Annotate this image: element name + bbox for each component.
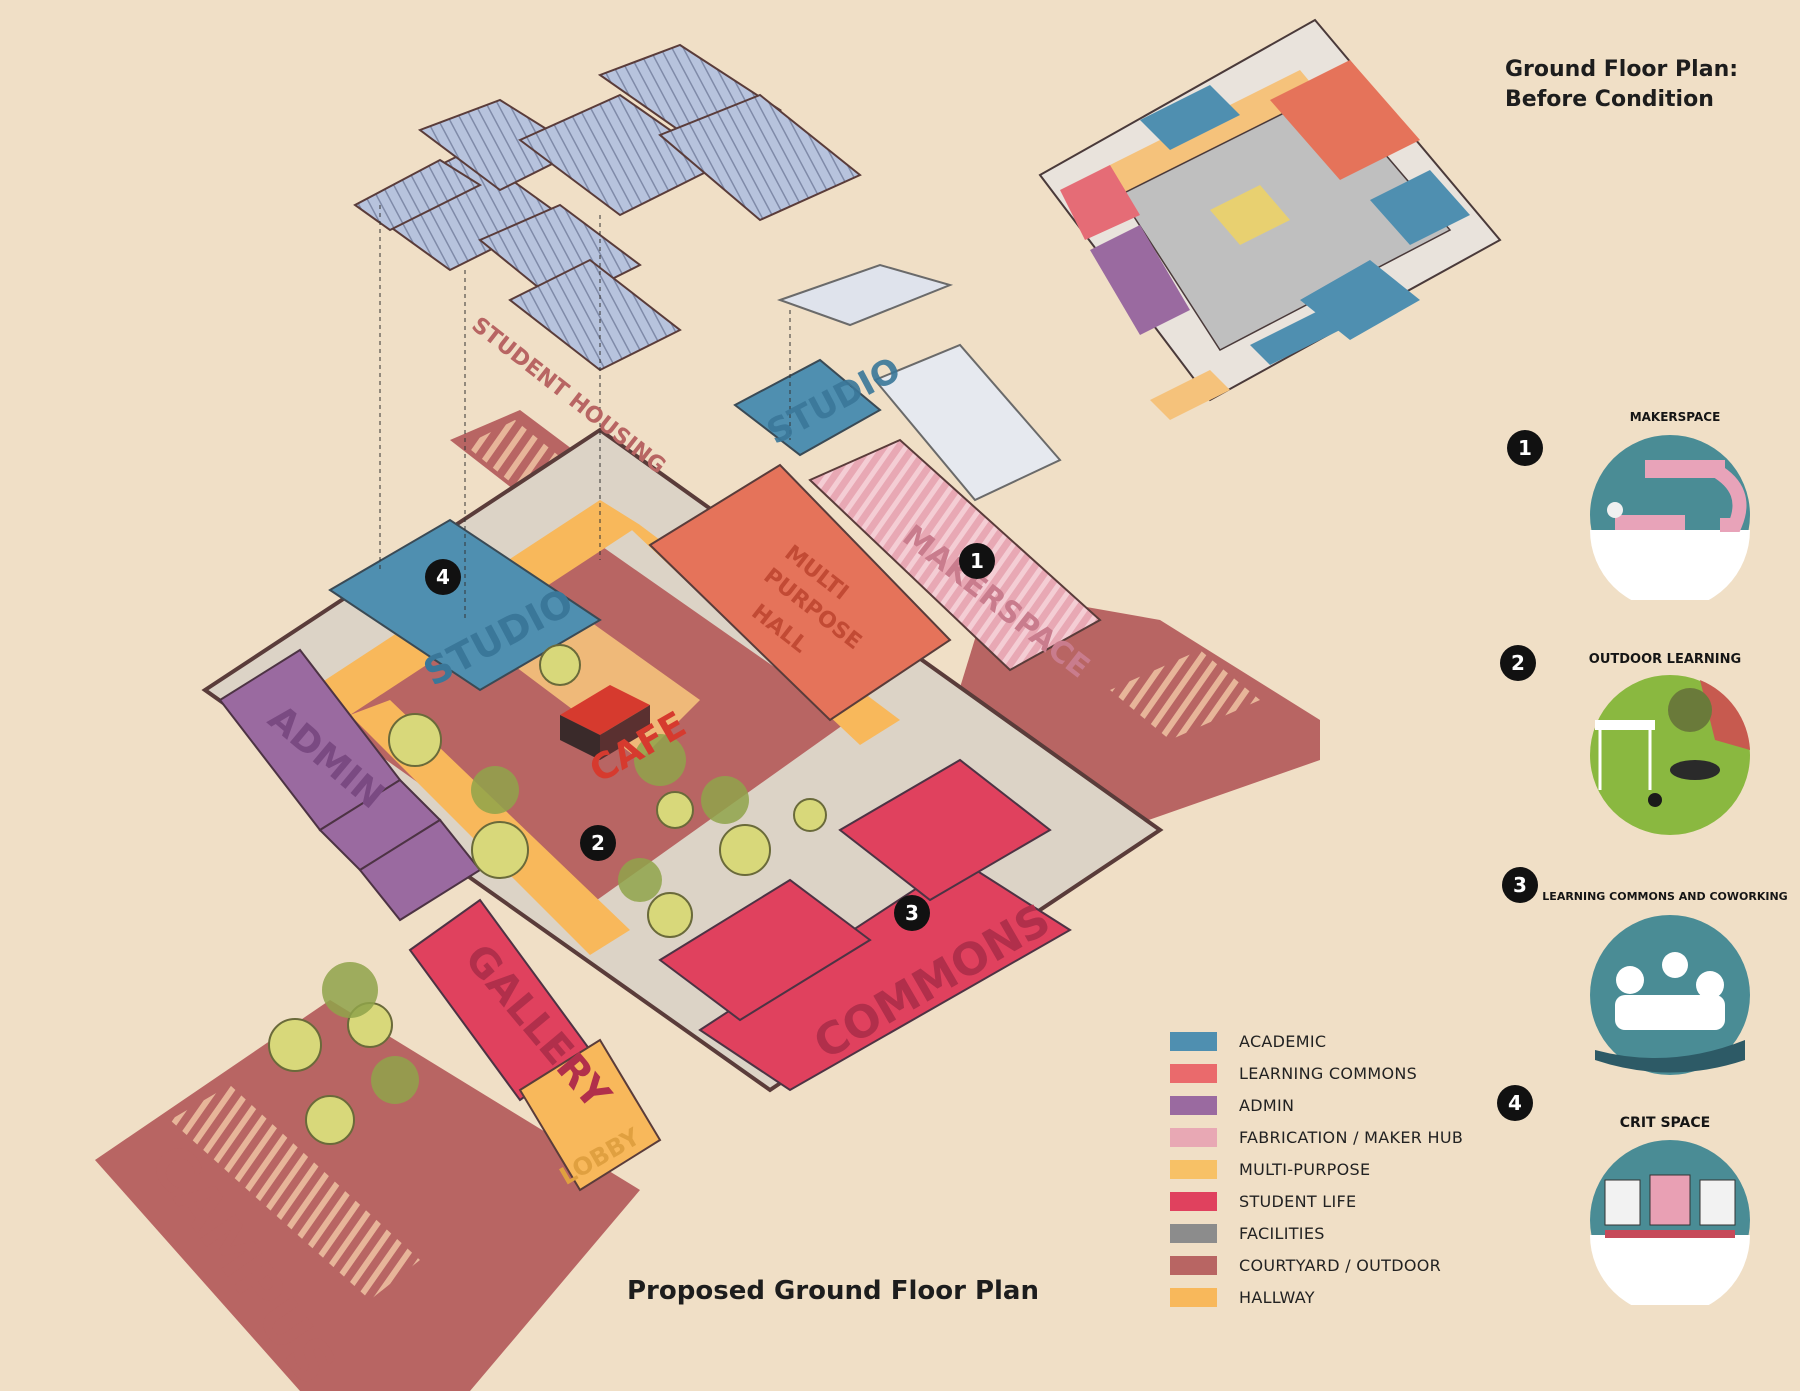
marker-4: 4: [425, 559, 461, 595]
feature-name: CRIT SPACE: [1619, 1115, 1711, 1131]
legend-swatch: [1170, 1223, 1217, 1243]
feature-number-badge: 2: [1500, 645, 1536, 681]
legend-label: LEARNING COMMONS: [1239, 1063, 1418, 1083]
legend-label: MULTI-PURPOSE: [1239, 1159, 1371, 1179]
room-studio-top: [733, 358, 882, 457]
feature-illustration: [1590, 915, 1750, 1075]
legend-swatch: [1170, 1287, 1217, 1307]
feature-number-badge: 1: [1507, 430, 1543, 466]
legend-item: STUDENT LIFE: [1170, 1185, 1500, 1217]
feature-name: OUTDOOR LEARNING: [1588, 652, 1742, 667]
feature-learning-commons: 3 LEARNING COMMONS AND COWORKING: [1490, 855, 1800, 1075]
feature-illustration: [1590, 1140, 1750, 1305]
legend-item: FABRICATION / MAKER HUB: [1170, 1121, 1500, 1153]
courtyard-trees: [268, 644, 827, 1145]
feature-number-badge: 4: [1497, 1085, 1533, 1121]
feature-name: LEARNING COMMONS AND COWORKING: [1542, 890, 1788, 903]
room-commons: [658, 758, 1072, 1092]
before-title-line-2: Before Condition: [1505, 87, 1714, 112]
room-studio-left: [328, 518, 602, 692]
feature-illustration: [1590, 675, 1750, 835]
campus-path: [95, 1000, 640, 1391]
svg-text:3: 3: [905, 901, 919, 925]
legend-swatch: [1170, 1063, 1217, 1083]
legend-item: FACILITIES: [1170, 1217, 1500, 1249]
roof-canopies: [353, 43, 1062, 620]
legend-item: ACADEMIC: [1170, 1025, 1500, 1057]
marker-2: 2: [580, 825, 616, 861]
legend-item: HALLWAY: [1170, 1281, 1500, 1313]
feature-crit-space: 4 CRIT SPACE: [1490, 1085, 1790, 1305]
svg-text:1: 1: [970, 549, 984, 573]
legend-label: FABRICATION / MAKER HUB: [1239, 1127, 1464, 1147]
feature-name: MAKERSPACE: [1629, 410, 1721, 424]
legend-label: ADMIN: [1239, 1095, 1295, 1115]
legend-item: COURTYARD / OUTDOOR: [1170, 1249, 1500, 1281]
marker-3: 3: [894, 895, 930, 931]
cafe-kiosk: [560, 685, 650, 760]
room-lobby: [518, 1038, 662, 1192]
legend-label: COURTYARD / OUTDOOR: [1239, 1255, 1442, 1275]
legend-swatch: [1170, 1159, 1217, 1179]
legend-swatch: [1170, 1127, 1217, 1147]
marker-1: 1: [959, 543, 995, 579]
room-admin: [218, 648, 482, 922]
room-makerspace: [808, 438, 1102, 672]
legend-swatch: [1170, 1191, 1217, 1211]
before-condition-plan: [1038, 18, 1502, 420]
legend-swatch: [1170, 1095, 1217, 1115]
legend-item: MULTI-PURPOSE: [1170, 1153, 1500, 1185]
before-title-line-1: Ground Floor Plan:: [1505, 57, 1739, 82]
before-plan-title: Ground Floor Plan: Before Condition: [1505, 55, 1738, 115]
feature-outdoor-learning: 2 OUTDOOR LEARNING: [1490, 630, 1790, 840]
legend-item: LEARNING COMMONS: [1170, 1057, 1500, 1089]
legend: ACADEMIC LEARNING COMMONS ADMIN FABRICAT…: [1170, 1025, 1500, 1313]
legend-swatch: [1170, 1031, 1217, 1051]
legend-label: HALLWAY: [1239, 1287, 1315, 1307]
legend-swatch: [1170, 1255, 1217, 1275]
legend-label: FACILITIES: [1239, 1223, 1325, 1243]
svg-text:4: 4: [436, 565, 450, 589]
room-multipurpose-hall: [648, 463, 952, 722]
legend-label: STUDENT LIFE: [1239, 1191, 1357, 1211]
legend-item: ADMIN: [1170, 1089, 1500, 1121]
feature-illustration: [1590, 435, 1750, 600]
proposed-plan-title: Proposed Ground Floor Plan: [627, 1276, 1039, 1306]
feature-makerspace: 1 MAKERSPACE: [1490, 400, 1790, 600]
svg-text:2: 2: [591, 831, 605, 855]
legend-label: ACADEMIC: [1239, 1031, 1327, 1051]
feature-number-badge: 3: [1502, 867, 1538, 903]
